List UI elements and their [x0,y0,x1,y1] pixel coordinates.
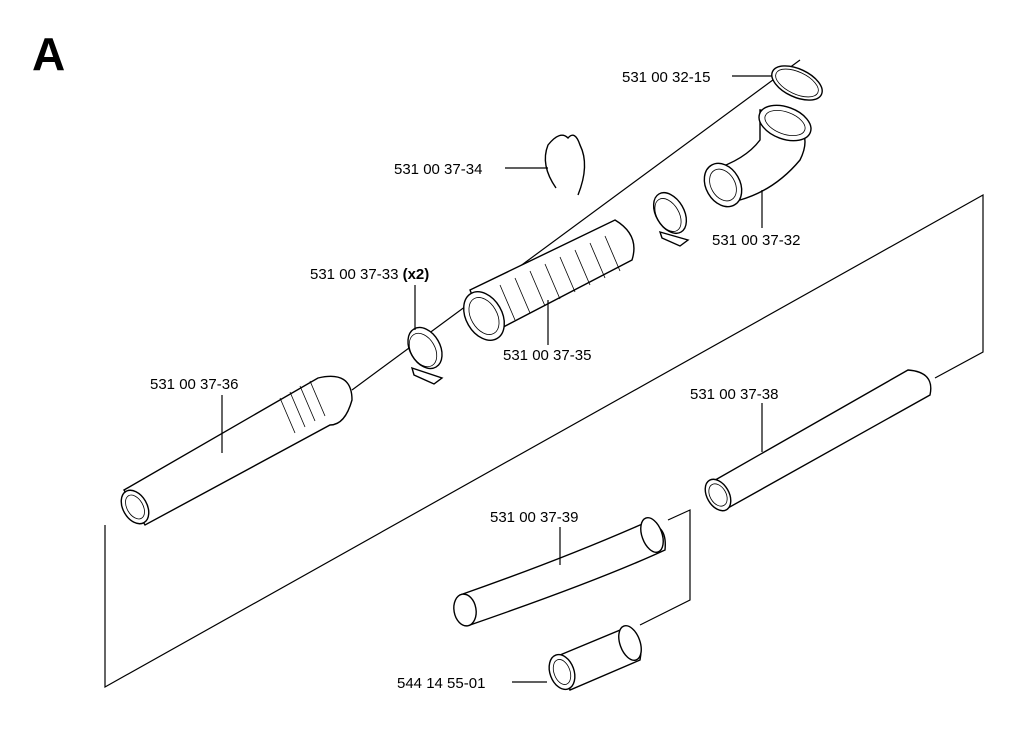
nozzle [548,625,642,691]
label-clip: 531 00 37-34 [394,161,482,178]
label-elbow: 531 00 37-32 [712,232,800,249]
seal-ring [771,65,823,101]
label-nozzle: 544 14 55-01 [397,675,485,692]
section-letter: A [32,28,65,80]
elbow [703,104,812,208]
leader-lines [221,75,772,683]
label-seal-ring: 531 00 32-15 [622,69,710,86]
label-hose-clamp: 531 00 37-33 (x2) [310,266,429,283]
upper-hose-clamp [652,192,690,247]
tube-36 [120,375,353,526]
flex-hose [463,219,635,341]
lower-hose-clamp [407,326,444,385]
label-flex-hose: 531 00 37-35 [503,347,591,364]
clip [544,134,586,196]
label-tube-36: 531 00 37-36 [150,376,238,393]
label-hose-clamp-number: 531 00 37-33 [310,266,398,283]
tube-39 [453,517,666,627]
label-tube-38: 531 00 37-38 [690,386,778,403]
tube-38 [704,369,932,512]
label-hose-clamp-qty: (x2) [403,266,430,283]
label-tube-39: 531 00 37-39 [490,509,578,526]
